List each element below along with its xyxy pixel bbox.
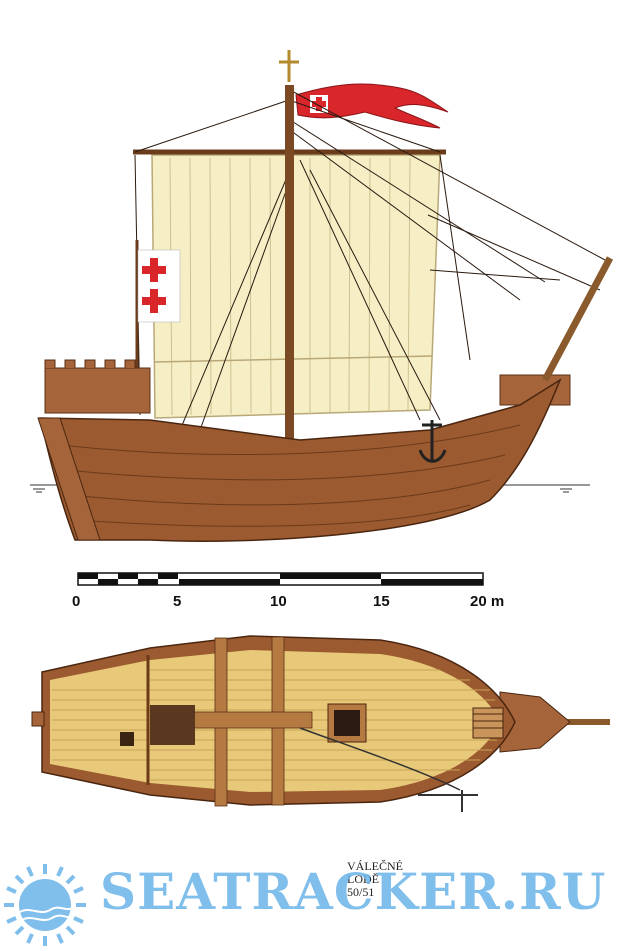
scale-label-0: 0 [72,593,81,610]
page-caption: VÁLEČNÉ LODĚ 50/51 [347,860,403,899]
scale-label-10: 10 [270,593,287,610]
ship-side-view-illustration [30,50,614,542]
ship-top-view-illustration [31,635,610,812]
scale-bar [77,572,484,586]
watermark-text: SEATRACKER.RU [100,862,607,921]
scale-label-15: 15 [373,593,390,610]
caption-line-2: LODĚ [347,872,379,886]
watermark-sun-logo [4,864,86,946]
scale-label-20m: 20 m [470,593,505,610]
scale-label-5: 5 [173,593,182,610]
caption-line-1: VÁLEČNÉ [347,859,403,873]
caption-line-3: 50/51 [347,885,375,899]
